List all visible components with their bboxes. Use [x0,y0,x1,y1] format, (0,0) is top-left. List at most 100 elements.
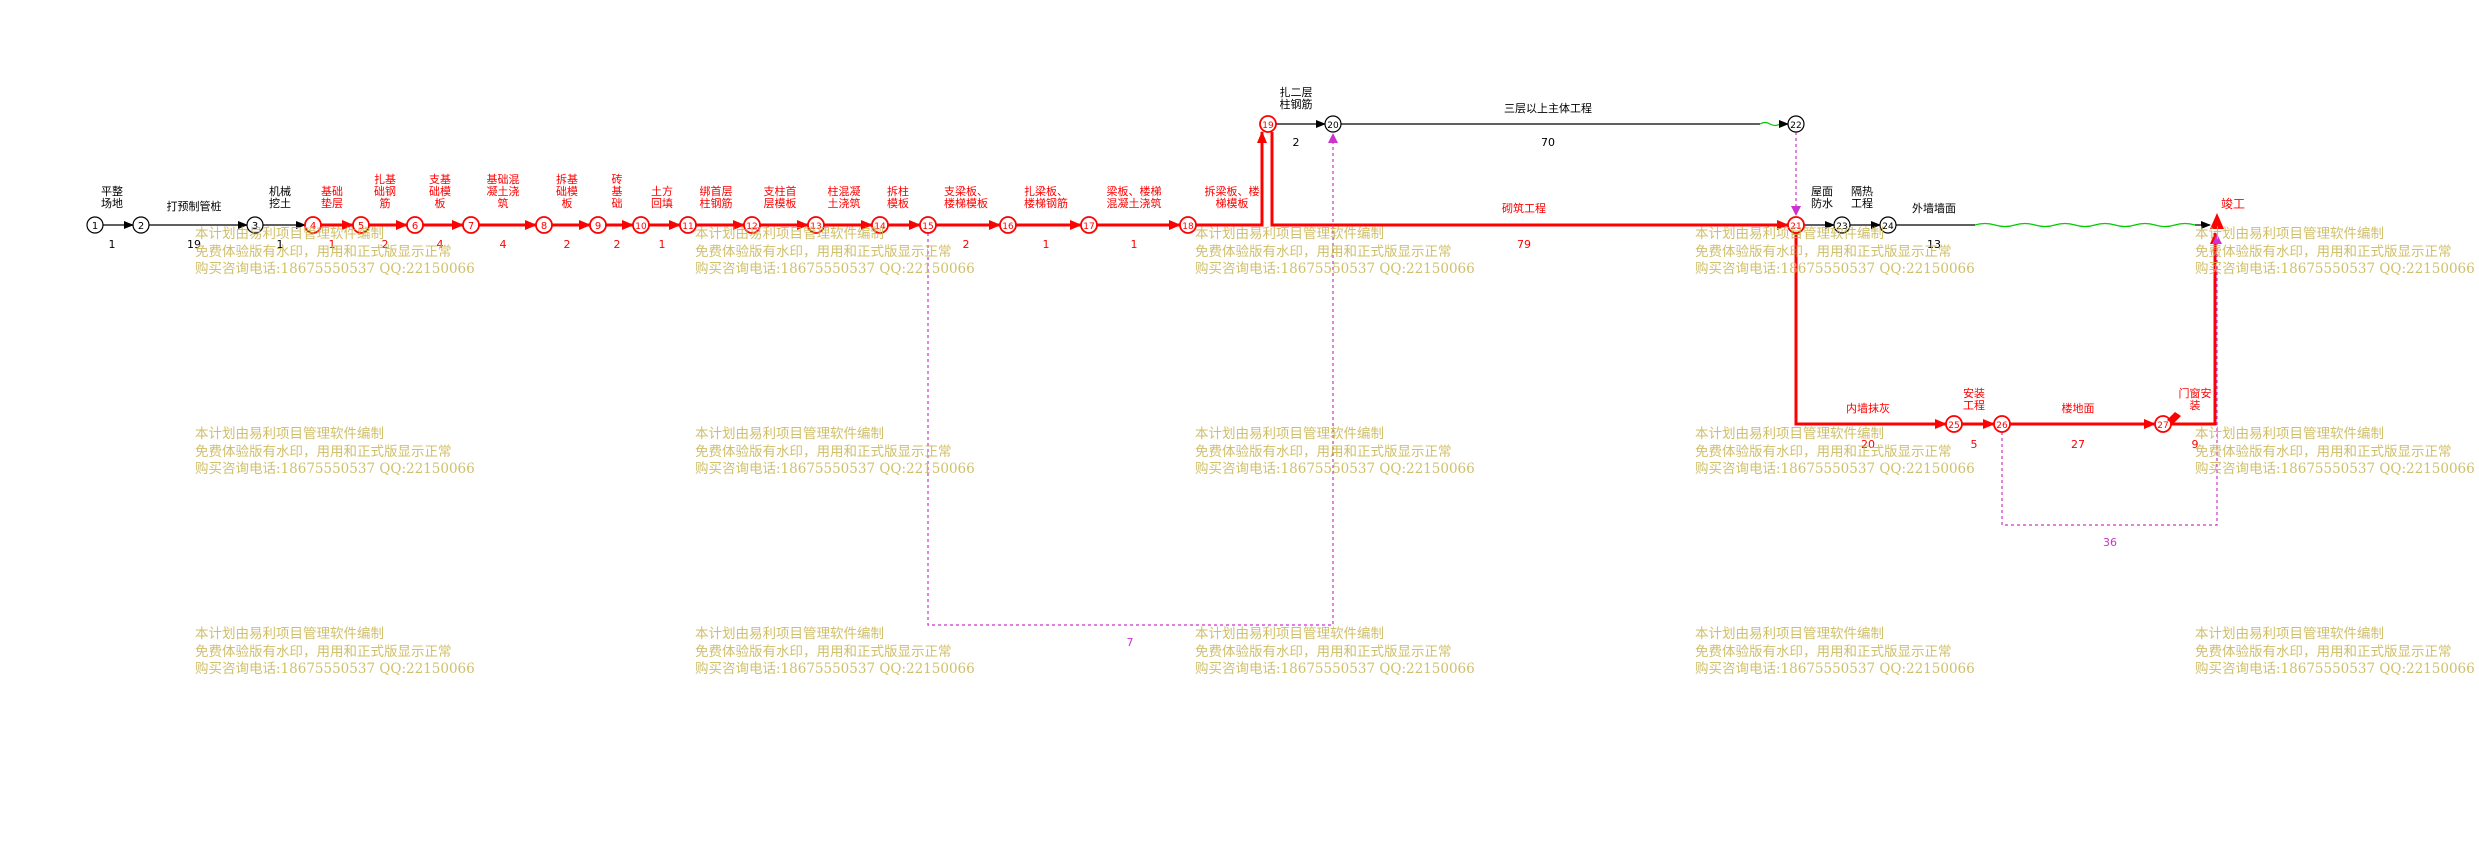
activity-name: 门窗安 [2179,386,2212,400]
node-number: 19 [1262,121,1274,131]
activity-duration: 2 [963,238,970,251]
node-number: 24 [1882,222,1894,232]
activity-name: 屋面 [1811,185,1833,198]
event-node [589,216,607,234]
node-number: 23 [1836,222,1847,232]
node-number: 11 [682,222,693,232]
activity-name: 础模 [556,185,578,198]
activity-name: 柱混凝 [828,184,861,198]
node-number: 1 [92,221,98,232]
finish-arrowhead [2210,213,2224,229]
activity-labels: 平整场地1打预制管桩19机械挖土1基础垫层1扎基础钢筋2支基础模板4基础混凝土浇… [101,85,2245,649]
activity-duration: 9 [2192,438,2199,451]
activity-name: 础模 [429,185,451,198]
milestone-marker [2167,412,2181,424]
activity-name: 安装 [1963,386,1985,400]
event-node [86,216,104,234]
activity-name: 防水 [1811,196,1833,210]
activity-arrow [2171,232,2220,426]
activity-name: 拆基 [556,172,578,186]
activity-name: 础 [612,197,623,210]
activity-name: 基础 [321,185,343,198]
event-node [679,216,697,234]
activity-duration: 2 [614,238,621,251]
activity-name: 土方 [651,184,673,198]
node-number: 8 [541,221,547,232]
activity-name: 础钢 [374,185,396,198]
node-number: 7 [468,221,474,232]
activity-name: 筋 [380,196,391,210]
event-node [1833,216,1851,234]
activity-name: 扎梁板、 [1024,184,1068,198]
activity-name: 板 [562,196,573,210]
activity-name: 扎基 [374,172,396,186]
node-number: 27 [2157,421,2168,431]
activity-name: 柱钢筋 [700,196,733,210]
event-node [352,216,370,234]
node-number: 15 [922,222,933,232]
activity-arrow [1794,233,1947,429]
node-number: 4 [310,221,316,232]
activity-duration: 1 [1043,238,1050,251]
node-number: 25 [1948,421,1959,431]
activity-name: 装 [2190,399,2201,412]
activity-duration: 70 [1541,136,1555,149]
dummy-activity [927,133,1338,626]
activity-duration: 19 [187,238,201,251]
node-number: 10 [635,222,647,232]
activity-name: 拆梁板、楼 [1205,184,1260,198]
activity-name: 隔热 [1851,185,1873,198]
activity-name: 工程 [1963,399,1985,412]
activity-duration: 2 [382,238,389,251]
event-node [1179,216,1197,234]
event-node [743,216,761,234]
activity-duration: 2 [564,238,571,251]
activity-name: 绑首层 [700,184,733,198]
activity-duration: 13 [1927,238,1941,251]
activity-duration: 1 [329,238,336,251]
finish-label: 竣工 [2221,196,2245,211]
event-node [1080,216,1098,234]
activity-name: 支柱首 [764,184,797,198]
node-number: 18 [1182,222,1194,232]
node-number: 16 [1002,222,1014,232]
event-node [1259,115,1277,133]
activity-name: 柱钢筋 [1280,97,1313,111]
activity-duration: 1 [1131,238,1138,251]
activity-name: 基础混 [487,173,520,186]
activity-name: 垫层 [321,196,343,210]
activity-name: 层模板 [764,196,797,210]
activity-name: 凝土浇 [487,184,520,198]
activity-duration: 1 [659,238,666,251]
node-number: 12 [746,222,757,232]
activity-name: 梁板、楼梯 [1107,184,1162,198]
node-number: 6 [412,221,418,232]
activity-name: 筑 [498,196,509,210]
activity-name: 基 [612,185,623,198]
activity-duration: 79 [1517,238,1531,251]
activity-name: 板 [435,196,446,210]
activity-name: 土浇筑 [828,196,861,210]
activity-duration: 1 [109,238,116,251]
event-node [1879,216,1897,234]
activity-name: 三层以上主体工程 [1504,101,1592,115]
event-node [304,216,322,234]
dummy-activity [2001,234,2222,526]
activity-name: 楼梯模板 [944,196,988,210]
activity-name: 拆柱 [887,184,909,198]
dummy-duration: 7 [1127,636,1134,649]
activity-name: 回填 [651,196,673,210]
activity-name: 外墙墙面 [1912,201,1956,215]
activity-name: 平整 [101,184,123,198]
node-number: 14 [874,222,886,232]
activity-name: 打预制管桩 [167,199,222,213]
activity-name: 支基 [429,173,451,186]
node-number: 5 [358,221,364,232]
node-number: 20 [1327,121,1339,131]
event-node [807,216,825,234]
node-number: 9 [595,221,601,232]
node-number: 3 [252,221,258,232]
activity-arrows [103,120,2222,626]
activity-name: 模板 [887,196,909,210]
event-node [1787,115,1805,133]
